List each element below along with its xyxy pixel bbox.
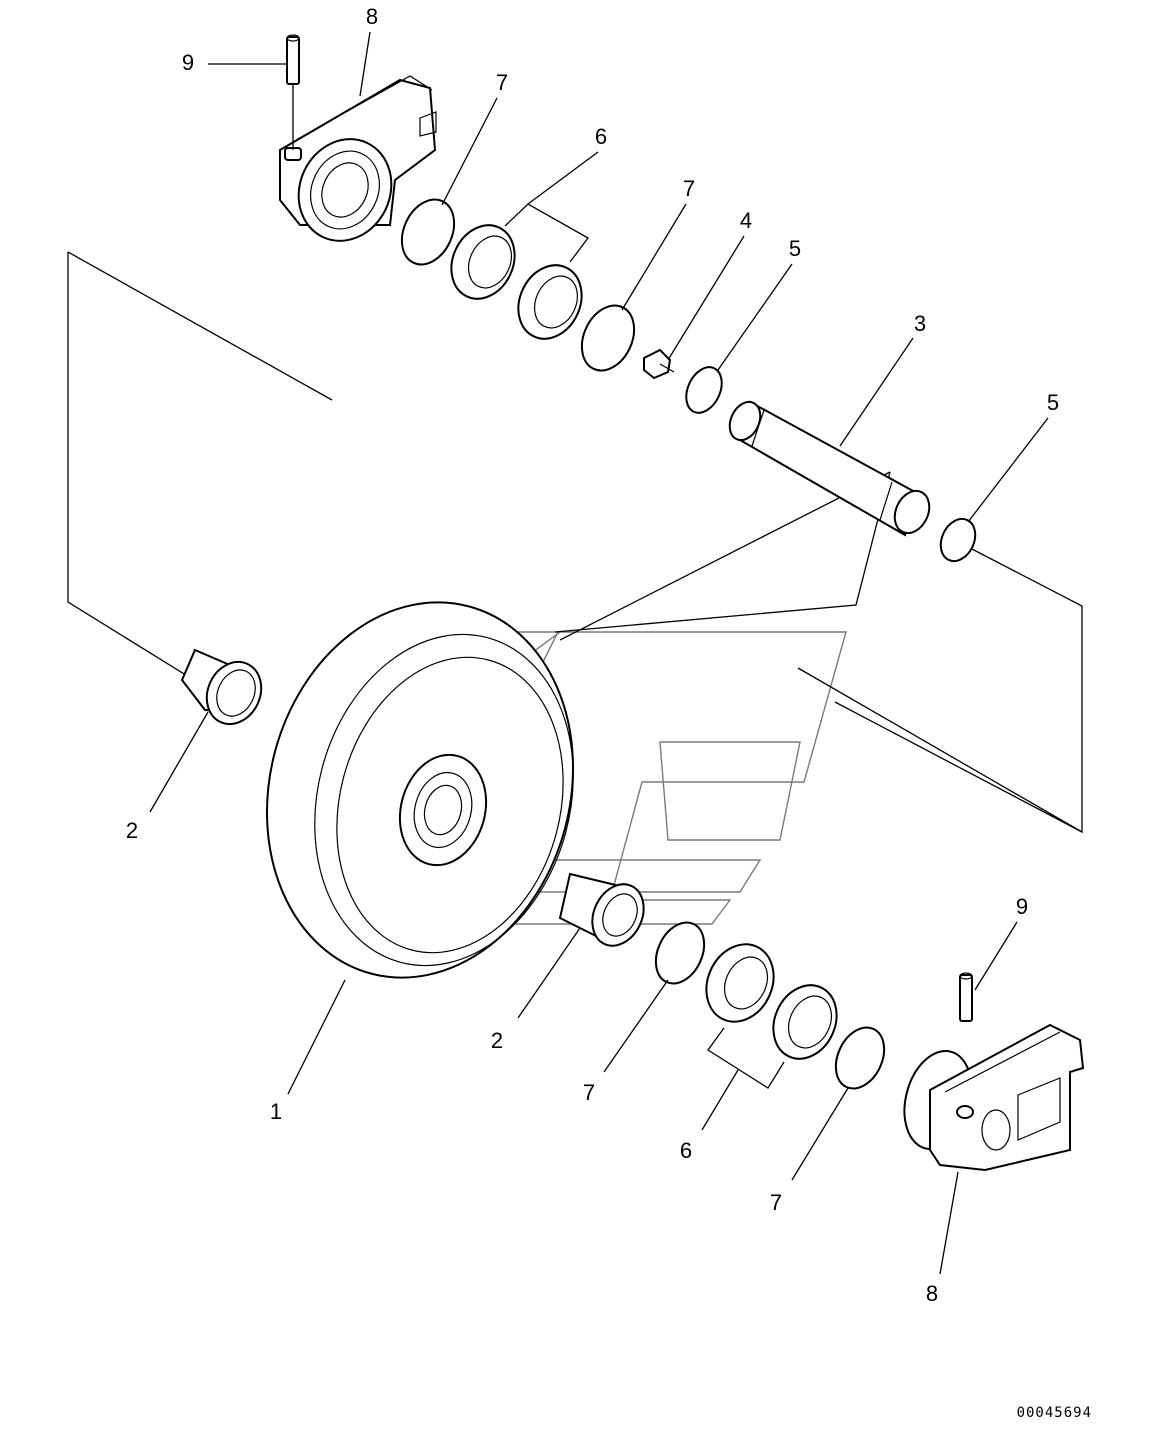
callout-5-b: 5 (1047, 390, 1059, 415)
housing-bottom (903, 1023, 1085, 1172)
pin-top (286, 34, 300, 85)
callout-labels: 8 9 7 6 7 4 5 3 5 2 1 2 7 6 7 9 8 (126, 4, 1059, 1306)
callout-6-top: 6 (595, 124, 607, 149)
callout-2-left: 2 (126, 818, 138, 843)
bushing-middle (558, 872, 645, 947)
o-ring-a (400, 198, 456, 266)
o-ring-b (580, 304, 636, 372)
callout-8-top: 8 (366, 4, 378, 29)
drawing-number: 00045694 (1017, 1405, 1092, 1421)
bushing-left (180, 648, 263, 726)
floating-seal-bottom (705, 943, 838, 1060)
callout-6-bottom: 6 (680, 1138, 692, 1163)
callout-2-mid: 2 (491, 1028, 503, 1053)
callout-5-a: 5 (789, 236, 801, 261)
housing-top (279, 75, 437, 242)
callout-9-top: 9 (182, 50, 194, 75)
callout-7-a: 7 (496, 70, 508, 95)
assembly-lines (67, 251, 1083, 834)
callout-4: 4 (740, 208, 752, 233)
pin-bottom (959, 972, 973, 1022)
callout-3: 3 (914, 311, 926, 336)
shaft (728, 400, 931, 537)
callout-7-d: 7 (770, 1190, 782, 1215)
callout-9-bottom: 9 (1016, 894, 1028, 919)
callout-1: 1 (270, 1099, 282, 1124)
plug (643, 348, 675, 380)
callout-7-c: 7 (583, 1080, 595, 1105)
callout-7-b: 7 (683, 176, 695, 201)
o-ring-5a (685, 366, 723, 414)
o-ring-5b (939, 517, 977, 563)
floating-seal-top (450, 224, 583, 340)
o-ring-d (834, 1026, 886, 1090)
callout-8-bottom: 8 (926, 1281, 938, 1306)
o-ring-c (654, 921, 706, 985)
leader-lines (149, 31, 1049, 1275)
idler-wheel (265, 601, 575, 979)
